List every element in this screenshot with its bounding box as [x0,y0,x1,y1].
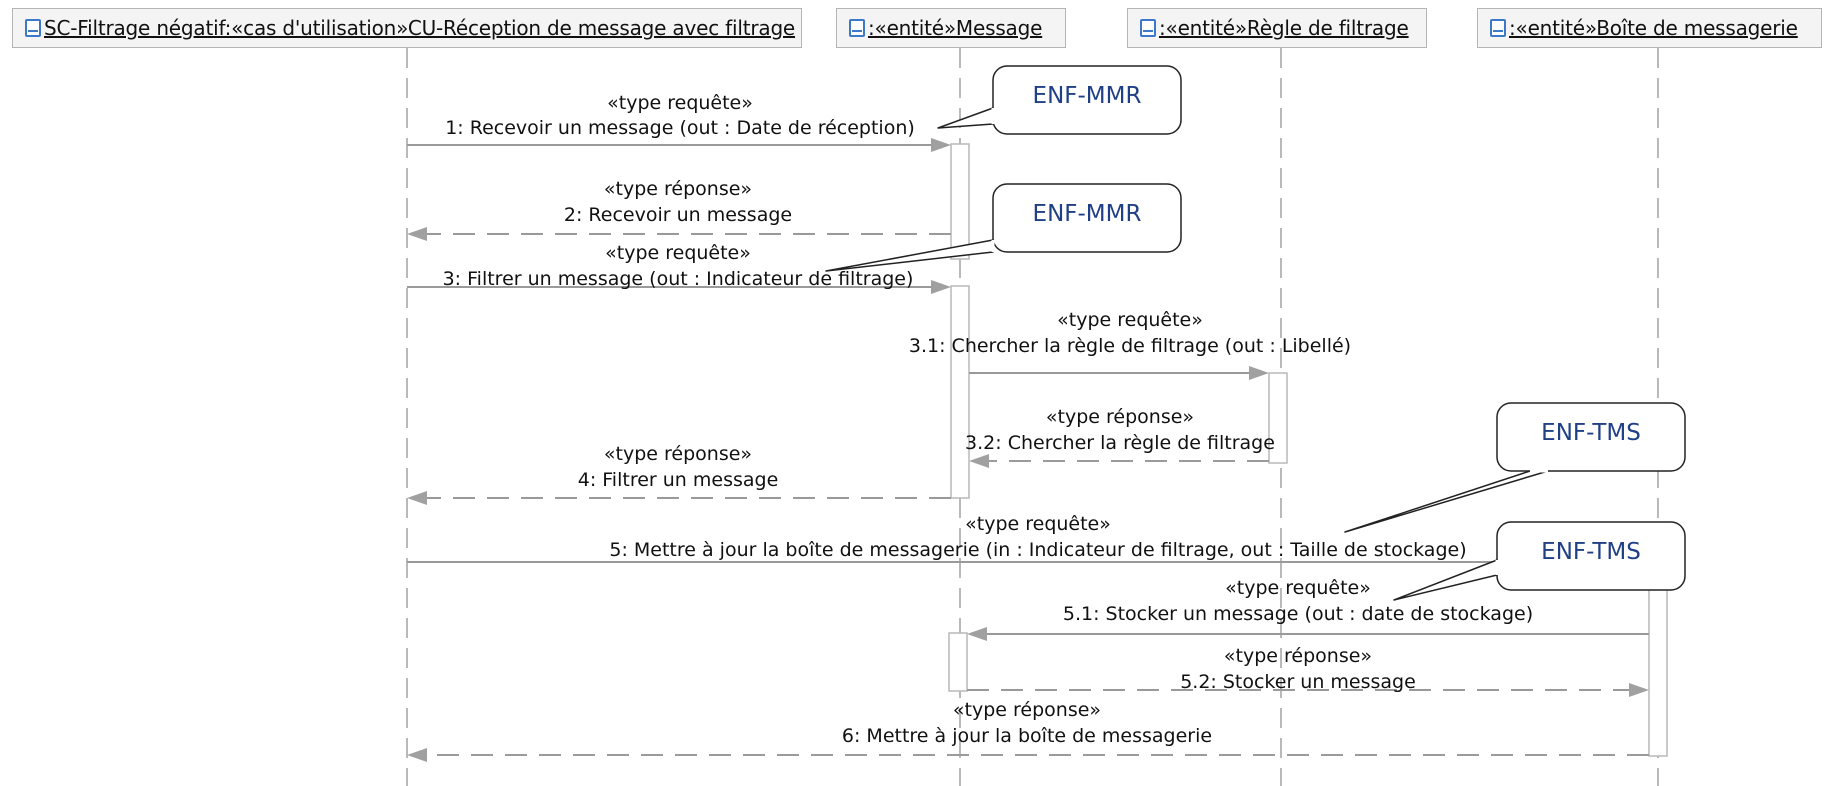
lifeline-icon [1490,19,1506,37]
message-stereotype: «type réponse» [953,699,1101,721]
message-stereotype: «type requête» [1225,577,1371,599]
message-m3[interactable]: «type requête» 3: Filtrer un message (out… [407,242,951,294]
lifeline-name: SC-Filtrage négatif:«cas d'utilisation»C… [44,16,796,40]
message-label: 3.1: Chercher la règle de filtrage (out … [909,335,1351,357]
message-stereotype: «type requête» [605,242,751,264]
activation-bar-2 [1268,372,1288,464]
lifeline-head-regle[interactable]: :«entité»Règle de filtrage [1127,8,1427,48]
callout-box [992,65,1182,135]
message-m31[interactable]: «type requête» 3.1: Chercher la règle de … [909,309,1351,380]
callout-pointer [825,239,994,272]
activation-bar-0 [950,143,970,260]
callout-text: ENF-TMS [1541,539,1641,565]
message-label: 2: Recevoir un message [564,204,792,226]
callout-text: ENF-TMS [1541,420,1641,446]
arrowhead [407,491,427,505]
callout-pointer [1393,559,1498,601]
message-stereotype: «type requête» [965,513,1111,535]
lifeline-head-boite[interactable]: :«entité»Boîte de messagerie [1477,8,1822,48]
message-m32[interactable]: «type réponse» 3.2: Chercher la règle de … [965,406,1275,468]
callout-box [1496,402,1686,472]
message-stereotype: «type requête» [1057,309,1203,331]
arrowhead [407,227,427,241]
lifeline-icon [849,19,865,37]
lifeline-name: :«entité»Message [868,16,1043,40]
message-stereotype: «type réponse» [1046,406,1194,428]
lifeline-head-message[interactable]: :«entité»Message [836,8,1066,48]
callout-c1[interactable]: ENF-MMR [937,65,1182,135]
message-label: 3: Filtrer un message (out : Indicateur … [443,268,914,290]
callout-box [992,183,1182,253]
lifeline-icon [25,19,41,37]
message-label: 1: Recevoir un message (out : Date de ré… [445,117,915,139]
message-m52[interactable]: «type réponse» 5.2: Stocker un message [967,645,1649,697]
message-stereotype: «type requête» [607,92,753,114]
message-label: 6: Mettre à jour la boîte de messagerie [842,725,1212,747]
callout-c4[interactable]: ENF-TMS [1393,521,1686,601]
lifeline-head-scenario[interactable]: SC-Filtrage négatif:«cas d'utilisation»C… [12,8,802,48]
callout-c3[interactable]: ENF-TMS [1344,402,1686,533]
arrowhead [931,280,951,294]
lifeline-name: :«entité»Règle de filtrage [1159,16,1409,40]
activation-bar-3 [1648,577,1668,757]
message-stereotype: «type réponse» [1224,645,1372,667]
message-label: 4: Filtrer un message [578,469,779,491]
message-stereotype: «type réponse» [604,178,752,200]
callout-pointer [937,107,994,129]
arrowhead [1249,366,1269,380]
message-label: 5: Mettre à jour la boîte de messagerie … [609,539,1466,561]
message-m4[interactable]: «type réponse» 4: Filtrer un message [407,443,951,505]
message-label: 5.2: Stocker un message [1180,671,1416,693]
callout-c2[interactable]: ENF-MMR [825,183,1182,272]
arrowhead [1629,683,1649,697]
message-m1[interactable]: «type requête» 1: Recevoir un message (ou… [407,92,951,152]
message-stereotype: «type réponse» [604,443,752,465]
message-label: 5.1: Stocker un message (out : date de s… [1063,603,1533,625]
arrowhead [969,454,989,468]
message-m51[interactable]: «type requête» 5.1: Stocker un message (o… [967,577,1649,641]
activation-bar-4 [948,632,968,692]
message-m5[interactable]: «type requête» 5: Mettre à jour la boîte … [407,513,1649,569]
lifeline-icon [1140,19,1156,37]
arrowhead [407,748,427,762]
callout-box [1496,521,1686,591]
arrowhead [967,627,987,641]
message-m6[interactable]: «type réponse» 6: Mettre à jour la boîte … [407,699,1649,762]
arrowhead [931,138,951,152]
callout-text: ENF-MMR [1033,201,1142,227]
message-m2[interactable]: «type réponse» 2: Recevoir un message [407,178,951,241]
message-label: 3.2: Chercher la règle de filtrage [965,432,1275,454]
callout-text: ENF-MMR [1033,83,1142,109]
activation-bar-1 [950,285,970,499]
lifeline-name: :«entité»Boîte de messagerie [1509,16,1798,40]
